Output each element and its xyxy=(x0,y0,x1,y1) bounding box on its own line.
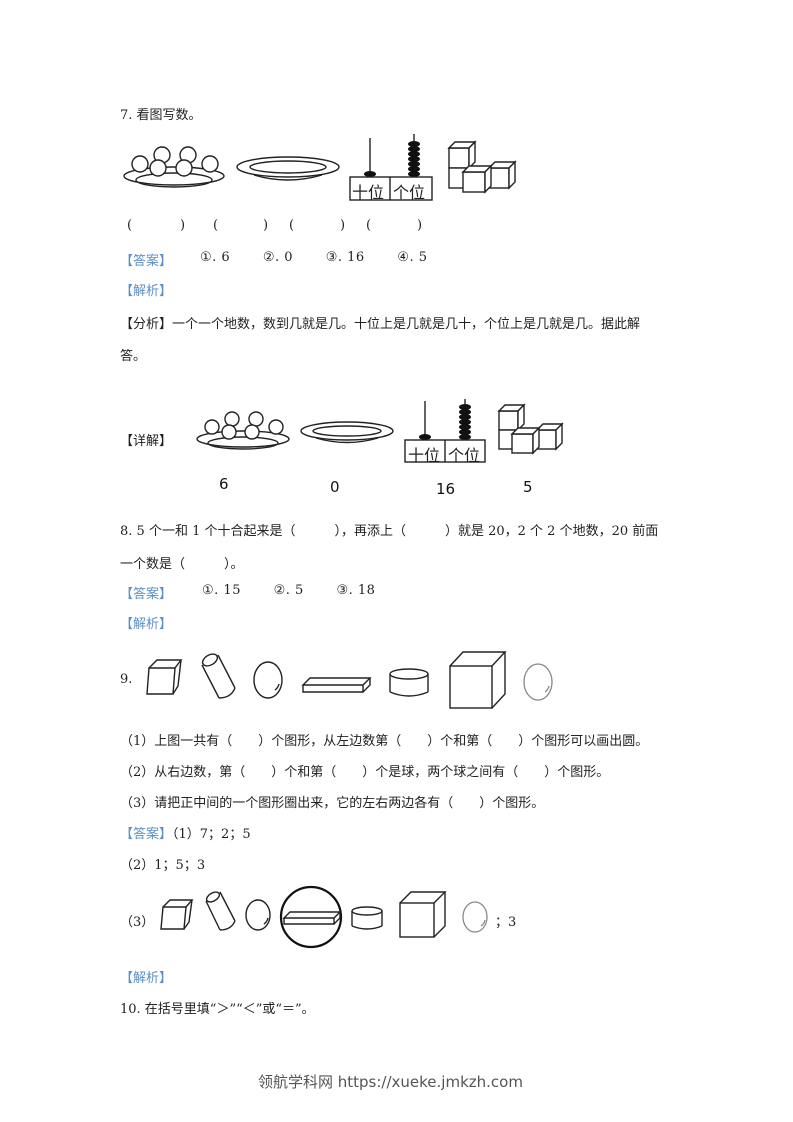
flat-cuboid-shape-icon xyxy=(301,677,372,693)
q9-answer-shapes-row xyxy=(160,885,488,949)
large-cube-shape-icon xyxy=(399,891,447,938)
q7-analysis-line1: 【分析】一个一个地数，数到几就是几。十位上是几就是几十，个位上是几就是几。据此解 xyxy=(120,317,641,332)
peach-plate-illustration xyxy=(123,146,225,188)
q8-answer-2: ②. 5 xyxy=(273,583,304,598)
detail-abacus-ones-label: 个位 xyxy=(448,446,481,465)
empty-plate-illustration xyxy=(236,156,340,181)
detail-peach-plate-illustration xyxy=(196,411,290,450)
detail-value-1: 6 xyxy=(219,475,229,493)
q7-answer-4: ④. 5 xyxy=(397,250,428,265)
q7-blank-1-close: ) xyxy=(180,218,186,233)
q7-blank-2-open: ( xyxy=(213,218,219,233)
q7-blank-4-open: ( xyxy=(366,218,372,233)
q7-answer-2: ②. 0 xyxy=(262,250,294,265)
q9-answer-2: （2）1；5；3 xyxy=(120,858,206,873)
q8-answers: ①. 15 ②. 5 ③. 18 xyxy=(202,583,403,598)
q8-line1: 8. 5 个一和 1 个十合起来是（ ），再添上（ ）就是 20，2 个 2 个… xyxy=(120,524,659,539)
q7-answer-label: 【答案】 xyxy=(120,254,173,269)
detail-abacus-illustration xyxy=(404,399,486,463)
footer-watermark: 领航学科网 https://xueke.jmkzh.com xyxy=(258,1073,523,1091)
circled-flat-cuboid-icon xyxy=(279,885,343,949)
abacus-ones-label: 个位 xyxy=(393,183,426,202)
detail-empty-plate-illustration xyxy=(300,421,394,444)
q9-answer-1: （1）7；2；5 xyxy=(172,827,251,842)
detail-value-4: 5 xyxy=(523,478,533,496)
q7-title: 7. 看图写数。 xyxy=(120,108,202,123)
sphere-shape-icon xyxy=(245,899,271,931)
detail-value-3: 16 xyxy=(436,480,456,498)
cube-shape-icon xyxy=(160,899,194,930)
q10-title: 10. 在括号里填“＞”“＜”或“＝”。 xyxy=(120,1002,315,1017)
q9-sub3: （3）请把正中间的一个图形圈出来，它的左右两边各有（ ）个图形。 xyxy=(120,796,545,811)
cubes-illustration xyxy=(447,140,517,194)
q7-blank-3-open: ( xyxy=(289,218,295,233)
sphere-shape-icon xyxy=(523,663,553,701)
sphere-shape-icon xyxy=(462,901,488,933)
q9-number: 9. xyxy=(120,672,133,687)
q8-answer-3: ③. 18 xyxy=(336,583,376,598)
abacus-tens-label: 十位 xyxy=(352,183,385,202)
q9-analysis-label: 【解析】 xyxy=(120,971,173,986)
cube-shape-icon xyxy=(146,659,183,695)
sphere-shape-icon xyxy=(253,661,283,699)
q7-blank-2-close: ) xyxy=(263,218,269,233)
q9-sub2: （2）从右边数，第（ ）个和第（ ）个是球，两个球之间有（ ）个图形。 xyxy=(120,765,610,780)
q8-answer-label: 【答案】 xyxy=(120,587,173,602)
q9-answer-label: 【答案】 xyxy=(120,827,173,842)
q7-blank-3-close: ) xyxy=(340,218,346,233)
cylinder-shape-icon xyxy=(389,668,429,697)
abacus-illustration xyxy=(349,134,433,201)
tilted-cylinder-shape-icon xyxy=(201,653,236,699)
q7-analysis-label: 【解析】 xyxy=(120,284,173,299)
detail-cubes-illustration xyxy=(497,403,564,455)
detail-value-2: 0 xyxy=(330,478,340,496)
q7-blank-1-open: ( xyxy=(127,218,133,233)
q7-answer-3: ③. 16 xyxy=(325,250,365,265)
q7-blank-4-close: ) xyxy=(417,218,423,233)
q8-analysis-label: 【解析】 xyxy=(120,617,173,632)
tilted-cylinder-shape-icon xyxy=(205,891,236,931)
q9-shapes-row xyxy=(146,651,553,709)
q7-detail-label: 【详解】 xyxy=(120,434,173,449)
q7-analysis-line2: 答。 xyxy=(120,349,147,364)
cylinder-shape-icon xyxy=(351,906,383,930)
q9-sub1: （1）上图一共有（ ）个图形，从左边数第（ ）个和第（ ）个图形可以画出圆。 xyxy=(120,734,649,749)
q9-answer-3-suffix: ；3 xyxy=(495,915,517,930)
q9-answer-line1: 【答案】（1）7；2；5 xyxy=(120,823,251,842)
q7-answers: ①. 6 ②. 0 ③. 16 ④. 5 xyxy=(200,250,456,265)
q7-answer-1: ①. 6 xyxy=(200,250,231,265)
detail-abacus-tens-label: 十位 xyxy=(408,446,441,465)
large-cube-shape-icon xyxy=(449,651,507,709)
q8-line2: 一个数是（ ）。 xyxy=(120,557,244,572)
q8-answer-1: ①. 15 xyxy=(202,583,241,598)
q9-answer-3-prefix: （3） xyxy=(120,915,155,930)
